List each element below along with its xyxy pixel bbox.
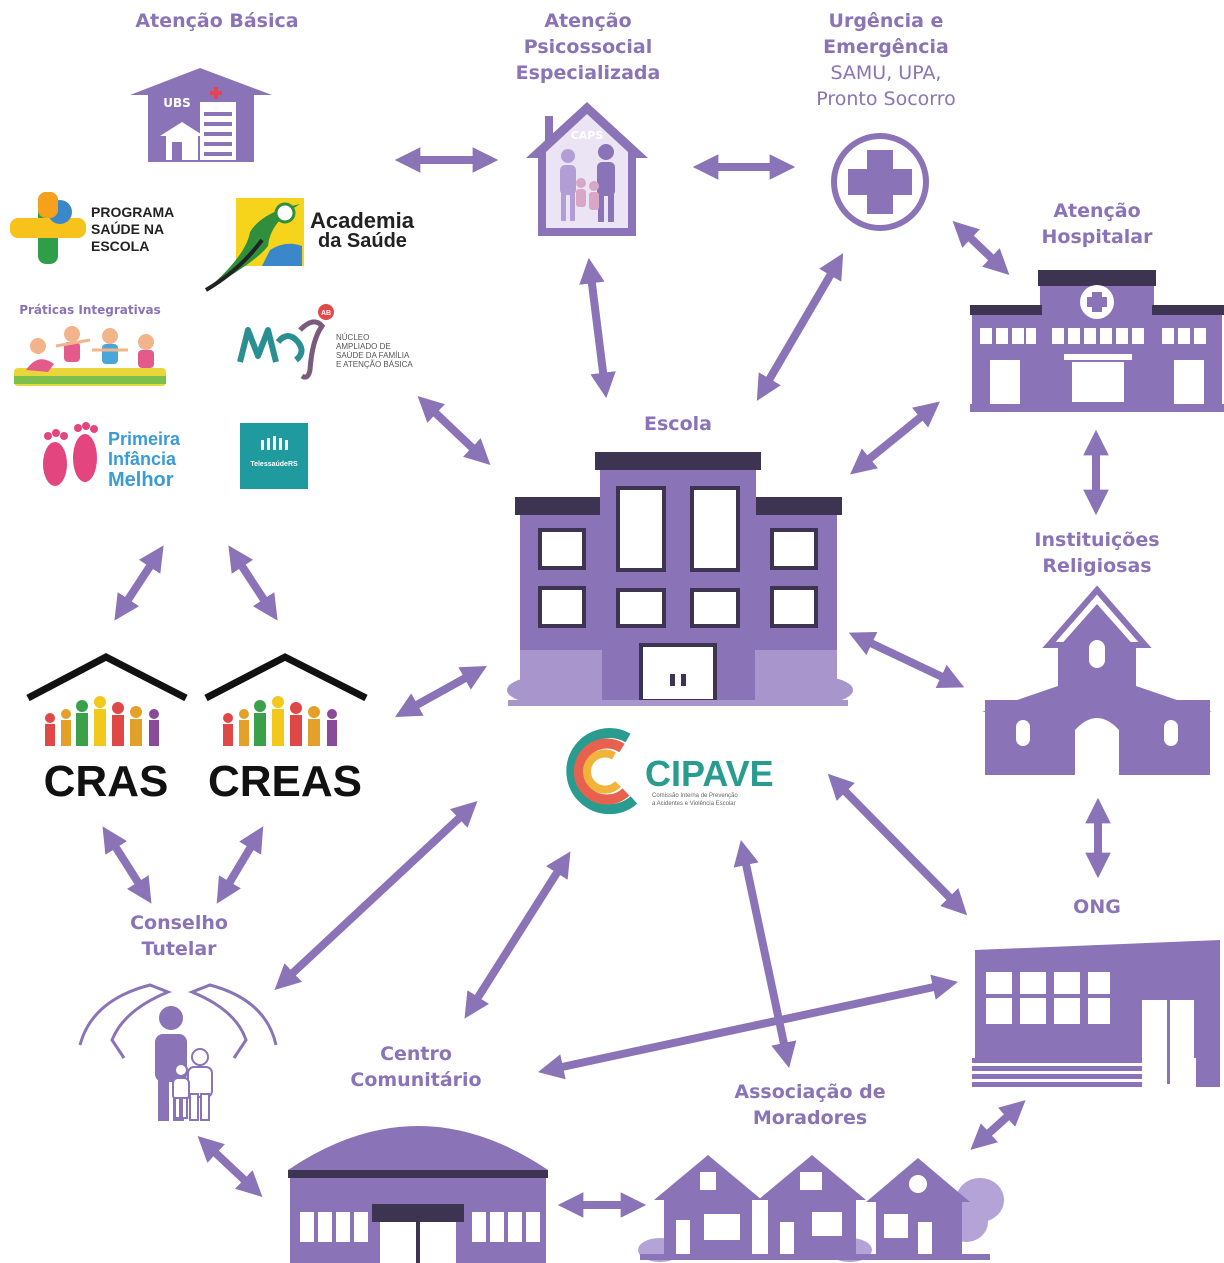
svg-text:a Acidentes e Violência Escola: a Acidentes e Violência Escolar [652,801,736,807]
svg-text:Comissão Interna de Prevenção: Comissão Interna de Prevenção [652,793,738,799]
telessaude-logo: TelessaúdeRS [240,423,308,489]
label-caps-3: Especializada [516,62,661,84]
hospital-icon [970,270,1224,412]
label-conselho-1: Conselho [130,912,228,934]
svg-text:CAPS: CAPS [571,129,604,142]
svg-text:Primeira: Primeira [108,429,181,449]
svg-text:Melhor: Melhor [108,469,174,491]
arrow-basica-escola [417,395,491,466]
svg-text:SAÚDE NA: SAÚDE NA [91,220,164,237]
svg-text:SAÚDE DA FAMÍLIA: SAÚDE DA FAMÍLIA [336,351,410,360]
label-caps-2: Psicossocial [524,36,653,58]
arrow-escola-ong [827,773,968,916]
pse-logo: PROGRAMA SAÚDE NA ESCOLA [8,190,188,270]
creas-house-icon: CREAS [204,653,368,806]
label-centro-1: Centro [380,1043,452,1065]
arrow-cras-conselho-right [216,826,264,904]
praticas-integrativas-logo: Práticas Integrativas [14,303,166,386]
emergency-cross-icon [831,133,929,231]
label-ong: ONG [1073,896,1121,918]
svg-text:ESCOLA: ESCOLA [91,238,149,254]
label-religiosas-2: Religiosas [1042,555,1151,577]
svg-text:NÚCLEO: NÚCLEO [336,333,369,342]
label-caps-1: Atenção [544,10,631,32]
pim-logo: Primeira Infância Melhor [43,422,181,491]
label-urgencia-sub1: SAMU, UPA, [831,62,942,84]
cipave-logo: CIPAVE Comissão Interna de Prevenção a A… [566,728,774,815]
arrow-basica-cras-left [114,545,164,621]
label-associacao-2: Moradores [753,1107,867,1129]
svg-text:Infância: Infância [108,449,177,469]
svg-text:CRAS: CRAS [44,757,169,806]
svg-text:Práticas Integrativas: Práticas Integrativas [19,303,161,317]
svg-text:Academia: Academia [310,208,415,233]
cras-house-icon: CRAS [26,653,188,806]
ong-building-icon [972,940,1220,1087]
academia-saude-logo: Academia da Saúde [204,198,415,292]
label-associacao-1: Associação de [734,1081,885,1103]
arrow-cras-escola [395,666,487,717]
svg-text:CREAS: CREAS [208,757,362,806]
label-urgencia-2: Emergência [823,36,949,58]
nasf-logo: AB NÚCLEO AMPLIADO DE SAÚDE DA FAMÍLIA E… [234,300,420,380]
label-conselho-2: Tutelar [141,938,217,960]
arrow-escola-centro [464,851,571,1019]
arrow-conselho-centro [197,1135,263,1198]
label-centro-2: Comunitário [350,1069,481,1091]
connection-arrows [102,147,1111,1218]
label-hospitalar-1: Atenção [1053,200,1140,222]
community-center-icon [288,1126,548,1263]
houses-icon [638,1155,1004,1262]
church-icon [982,585,1212,775]
arrow-escola-conselho [274,801,478,990]
arrow-escola-religiosas [848,632,965,688]
label-atencao-basica: Atenção Básica [135,10,298,32]
arrow-cras-conselho-left [102,826,152,904]
label-urgencia-1: Urgência e [829,10,944,32]
svg-text:UBS: UBS [163,96,191,110]
arrow-ong-associacao [970,1100,1026,1150]
arrow-basica-cras-right [228,545,278,621]
label-hospitalar-2: Hospitalar [1042,226,1154,248]
protection-hands-icon [78,983,278,1121]
label-urgencia-sub2: Pronto Socorro [816,88,956,110]
svg-text:CIPAVE: CIPAVE [645,753,774,794]
label-escola: Escola [644,413,712,435]
label-religiosas-1: Instituições [1034,529,1159,551]
caps-house-icon: CAPS [526,102,648,236]
school-icon [507,452,853,706]
svg-text:E ATENÇÃO BÁSICA: E ATENÇÃO BÁSICA [336,360,413,369]
ubs-building-icon: UBS [130,68,272,162]
svg-text:AB: AB [321,310,331,317]
arrow-urgencia-escola [756,253,844,401]
svg-text:da Saúde: da Saúde [318,230,407,252]
svg-text:PROGRAMA: PROGRAMA [91,204,174,220]
svg-text:TelessaúdeRS: TelessaúdeRS [250,461,298,468]
arrow-caps-escola [579,257,616,399]
arrow-ong-centro [537,974,959,1080]
arrow-urgencia-hospitalar [952,220,1010,276]
arrow-hospitalar-escola [850,401,940,475]
svg-text:AMPLIADO DE: AMPLIADO DE [336,342,391,351]
